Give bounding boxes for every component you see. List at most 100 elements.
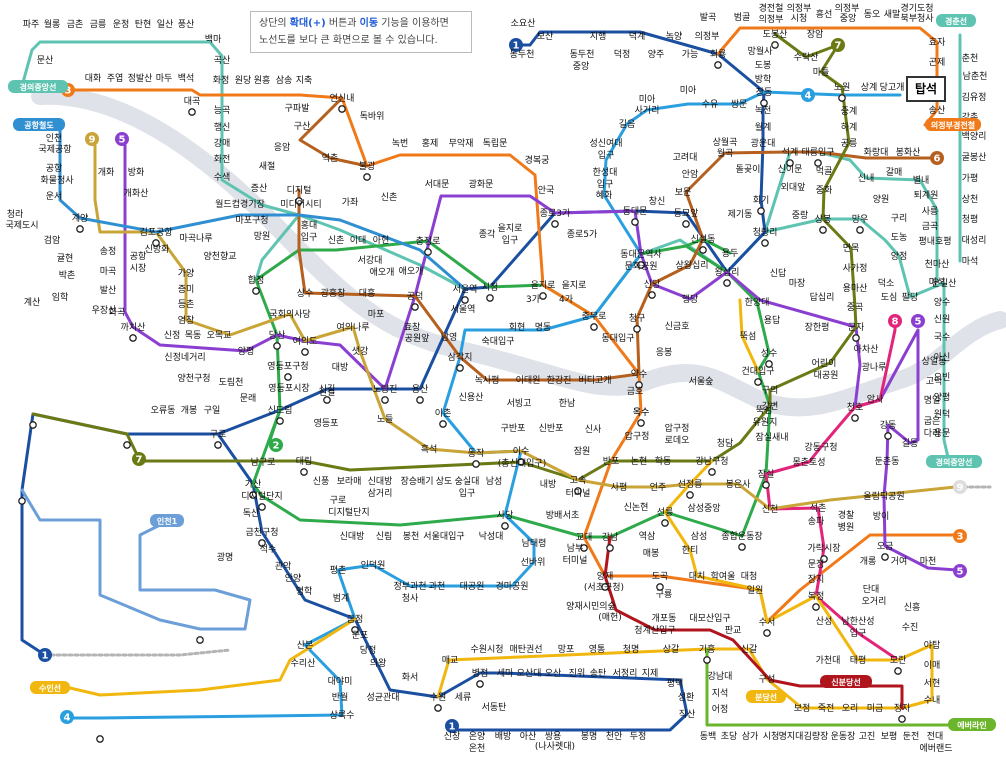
station-label[interactable]: 상록수: [330, 710, 355, 721]
station-label[interactable]: 에버랜드: [919, 743, 952, 754]
transfer-station-marker[interactable]: [252, 287, 260, 295]
station-label[interactable]: 응봉: [656, 347, 673, 358]
station-label[interactable]: 대림: [296, 455, 313, 467]
station-label[interactable]: 백석: [178, 73, 195, 84]
station-label[interactable]: 입구: [598, 149, 615, 161]
station-label[interactable]: 가산: [245, 479, 262, 490]
station-label[interactable]: 노원: [834, 82, 851, 93]
station-label[interactable]: 수서: [759, 617, 776, 628]
station-label[interactable]: 남부: [567, 543, 584, 554]
station-label[interactable]: 을지로: [531, 280, 556, 291]
station-label[interactable]: 버티고개: [578, 375, 611, 386]
station-label[interactable]: 양천향교: [203, 250, 236, 262]
station-label[interactable]: 신흥: [904, 601, 921, 613]
station-label[interactable]: 안국: [538, 185, 555, 196]
transfer-station-marker[interactable]: [381, 396, 389, 404]
station-label[interactable]: 도림천: [219, 376, 244, 388]
station-label[interactable]: 장암: [807, 28, 824, 40]
station-label[interactable]: 마천: [920, 556, 937, 567]
station-label[interactable]: 방화: [128, 167, 145, 178]
transfer-station-marker[interactable]: [682, 220, 690, 228]
station-label[interactable]: 두정: [630, 731, 647, 742]
station-label[interactable]: 수유: [702, 99, 719, 110]
station-label[interactable]: 상수: [297, 288, 314, 299]
station-label[interactable]: 동백: [700, 731, 717, 742]
transfer-station-marker[interactable]: [648, 291, 656, 299]
station-label[interactable]: 주엽: [107, 73, 124, 84]
station-label[interactable]: 새절: [259, 160, 276, 172]
station-label[interactable]: 신당: [644, 279, 661, 290]
station-label[interactable]: 이대: [350, 235, 367, 246]
station-label[interactable]: 정자: [894, 703, 911, 714]
line-badge-line5-bottom[interactable]: 5: [953, 564, 967, 578]
line-badge-line4-bottom[interactable]: 4: [60, 710, 74, 724]
transfer-station-marker[interactable]: [856, 226, 864, 234]
transfer-station-marker[interactable]: [249, 491, 257, 499]
transfer-station-marker[interactable]: [881, 553, 889, 561]
station-label[interactable]: 구산: [294, 121, 311, 132]
station-label[interactable]: 남태령: [522, 537, 547, 549]
line-name-tag-sinbundang[interactable]: 신분당선: [820, 675, 872, 688]
line-name-tag-suin[interactable]: 수인선: [30, 681, 70, 694]
station-label[interactable]: 상일동: [922, 356, 947, 367]
station-label[interactable]: 약수: [631, 368, 648, 380]
station-label[interactable]: (나사렛대): [535, 741, 575, 752]
transfer-station-marker[interactable]: [323, 396, 331, 404]
station-label[interactable]: 신길: [319, 387, 336, 398]
station-label[interactable]: 중계: [841, 105, 858, 117]
station-label[interactable]: 노량진: [373, 383, 398, 395]
station-label[interactable]: 송탄: [590, 668, 607, 679]
station-label[interactable]: 풍산: [178, 19, 195, 30]
transfer-station-marker[interactable]: [635, 381, 643, 389]
station-label[interactable]: 홍대: [301, 219, 318, 231]
line-badge-line7-left[interactable]: 7: [132, 452, 146, 466]
station-label[interactable]: 청담: [717, 437, 734, 449]
station-label[interactable]: 양주: [648, 49, 665, 60]
station-label[interactable]: 성환: [678, 691, 695, 703]
station-label[interactable]: 숙대입구: [481, 335, 514, 347]
station-label[interactable]: 천안: [606, 731, 623, 742]
station-label[interactable]: 삼가: [742, 731, 759, 742]
station-label[interactable]: 터미널: [566, 488, 591, 499]
station-label[interactable]: 길음: [619, 119, 636, 130]
station-label[interactable]: 길동: [902, 438, 919, 449]
station-label[interactable]: 동대문: [623, 206, 648, 217]
transfer-station-marker[interactable]: [757, 207, 765, 215]
station-label[interactable]: 박촌: [59, 270, 76, 281]
station-label[interactable]: 신정: [164, 330, 181, 341]
line-badge-line3-right[interactable]: 3: [953, 529, 967, 543]
station-label[interactable]: 동두천: [510, 49, 535, 60]
station-label[interactable]: 북부청사: [900, 13, 934, 24]
station-label[interactable]: 고려대: [673, 152, 698, 163]
station-label[interactable]: 산본: [297, 640, 314, 651]
station-label[interactable]: 청라: [7, 209, 24, 220]
station-label[interactable]: 송파: [808, 516, 825, 527]
station-label[interactable]: 초당: [721, 731, 738, 742]
station-label[interactable]: 남구로: [251, 457, 276, 468]
station-label[interactable]: 용문: [934, 428, 951, 439]
station-label[interactable]: 왕십리: [715, 267, 740, 278]
transfer-station-marker[interactable]: [295, 197, 303, 205]
station-label[interactable]: 수내: [924, 695, 941, 706]
transfer-station-marker[interactable]: [762, 481, 770, 489]
station-label[interactable]: 김포공항: [139, 226, 172, 238]
transfer-station-marker[interactable]: [416, 396, 424, 404]
station-label[interactable]: 일원: [747, 585, 764, 596]
station-label[interactable]: 둔전: [903, 731, 920, 742]
transfer-station-marker[interactable]: [820, 555, 828, 563]
station-label[interactable]: 애오개: [399, 266, 424, 277]
station-label[interactable]: 디지털: [287, 184, 312, 196]
transfer-station-marker[interactable]: [637, 419, 645, 427]
station-label[interactable]: 어린이: [812, 358, 837, 369]
line-badge-line2[interactable]: 2: [269, 438, 283, 452]
line-badge-line4-top[interactable]: 4: [801, 88, 815, 102]
station-label[interactable]: 중곡: [847, 302, 864, 313]
transfer-station-marker[interactable]: [786, 159, 794, 167]
station-label[interactable]: 사릉: [922, 206, 939, 217]
station-label[interactable]: 문래: [240, 393, 257, 404]
station-label[interactable]: 양평: [238, 346, 255, 357]
station-label[interactable]: 마석: [929, 277, 946, 288]
station-label[interactable]: 태릉입구: [801, 146, 834, 158]
transfer-station-marker[interactable]: [898, 715, 906, 723]
station-label[interactable]: 오목교: [207, 330, 232, 341]
